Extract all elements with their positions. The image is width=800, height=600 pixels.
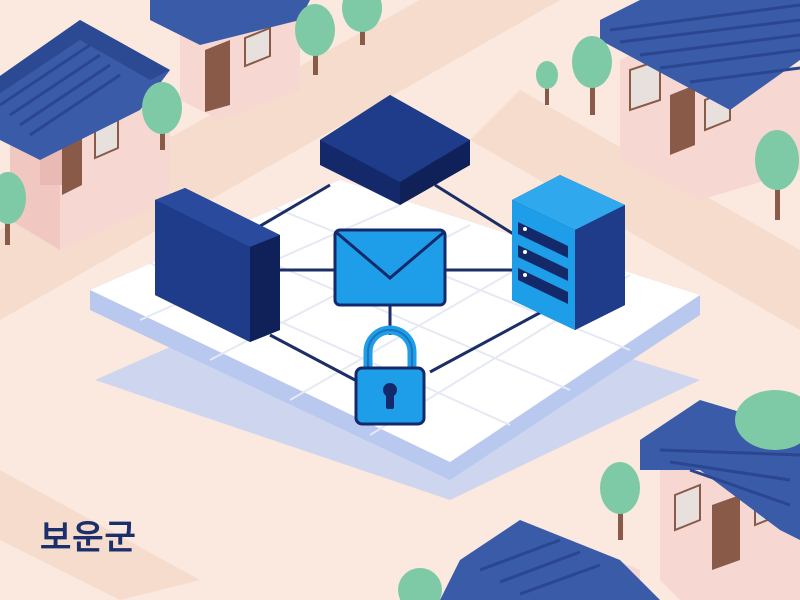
connection-lines	[249, 183, 546, 382]
server-rack-icon	[512, 175, 625, 330]
trees-bottom	[398, 462, 640, 600]
trees-top	[0, 0, 382, 245]
trees-top-right	[536, 36, 799, 220]
database-block-icon	[320, 95, 470, 205]
house-top-center	[150, 0, 310, 120]
padlock-icon	[354, 325, 426, 426]
house-bottom-center	[440, 520, 660, 600]
region-caption: 보운군	[40, 518, 137, 558]
house-top-left	[0, 20, 170, 250]
network-node-block	[155, 188, 280, 342]
house-bottom-right	[640, 390, 800, 600]
house-top-right	[600, 0, 800, 200]
envelope-icon	[333, 228, 447, 307]
